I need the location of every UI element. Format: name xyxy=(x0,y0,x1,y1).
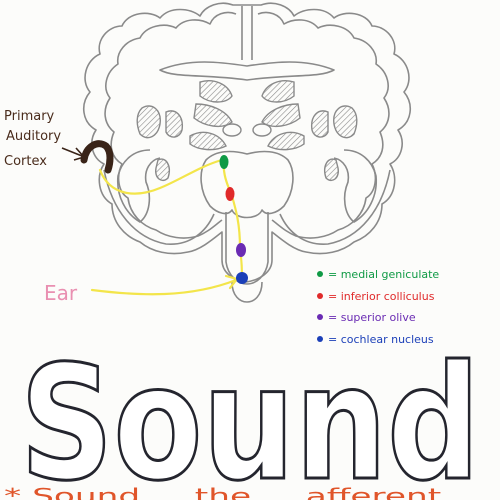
thalamus-left-hatch xyxy=(189,131,227,151)
legend-medial-geniculate: = medial geniculate xyxy=(328,268,439,281)
pathway-ear-to-cochlear xyxy=(90,278,238,296)
nucleus-left-2 xyxy=(193,103,233,128)
nucleus-right-1 xyxy=(261,80,295,103)
ventricle-left xyxy=(222,123,242,137)
nucleus-right-2 xyxy=(261,103,301,128)
thalamus-right-hatch xyxy=(267,131,305,151)
midline xyxy=(241,6,253,60)
cortex-label-line1: Primary xyxy=(4,109,55,124)
hippocampus-left xyxy=(154,158,170,182)
pathway-cortex-to-mgn xyxy=(98,158,224,195)
pathway-brainstem xyxy=(222,158,244,280)
putamen-left xyxy=(136,105,161,139)
legend-swatch-inferior-colliculus xyxy=(317,293,323,299)
ear-label: Ear xyxy=(44,281,78,305)
cortex-label-arrow xyxy=(61,147,86,161)
brain-inner-outline-right xyxy=(257,11,390,239)
brainstem-lower xyxy=(231,281,263,303)
lateral-sulcus-right xyxy=(333,149,378,223)
deep-nuclei xyxy=(136,80,358,182)
cochlear-nucleus-dot xyxy=(236,272,248,284)
legend: = medial geniculate = inferior colliculu… xyxy=(317,268,439,346)
superior-olive-dot xyxy=(236,243,246,257)
inferior-colliculus-dot xyxy=(225,187,235,201)
pathway-nuclei xyxy=(219,155,248,284)
corpus-callosum xyxy=(159,61,335,81)
footnote: * Sound ... the ... afferent... xyxy=(4,484,474,500)
hippocampus-right xyxy=(324,158,340,182)
legend-swatch-superior-olive xyxy=(317,314,323,320)
cortex-label-line3: Cortex xyxy=(4,154,47,169)
legend-superior-olive: = superior olive xyxy=(328,311,416,324)
primary-auditory-cortex-mark xyxy=(80,140,114,174)
temporal-lobe-left xyxy=(103,169,215,245)
nucleus-left-1 xyxy=(199,80,233,103)
brainstem-outline xyxy=(225,212,269,285)
putamen-right xyxy=(333,105,358,139)
temporal-lobe-right xyxy=(279,169,391,245)
brain-inner-outline xyxy=(104,11,237,239)
sound-title: Sound xyxy=(20,332,480,500)
cortex-label-line2: Auditory xyxy=(6,129,61,144)
brain-outer-outline xyxy=(83,2,411,283)
legend-swatch-medial-geniculate xyxy=(317,271,323,277)
cortex-label: Primary Auditory Cortex xyxy=(4,109,61,169)
brain-section-outline xyxy=(83,2,411,303)
medial-geniculate-dot xyxy=(219,155,229,169)
legend-inferior-colliculus: = inferior colliculus xyxy=(328,290,435,303)
auditory-pathway xyxy=(90,158,244,296)
legend-swatch-cochlear-nucleus xyxy=(317,336,323,342)
insula-left xyxy=(165,110,183,138)
lateral-sulcus-left xyxy=(116,149,161,223)
ventricle-right xyxy=(252,123,272,137)
insula-right xyxy=(311,110,329,138)
legend-cochlear-nucleus: = cochlear nucleus xyxy=(328,333,434,346)
thalamus-outline xyxy=(200,150,294,219)
